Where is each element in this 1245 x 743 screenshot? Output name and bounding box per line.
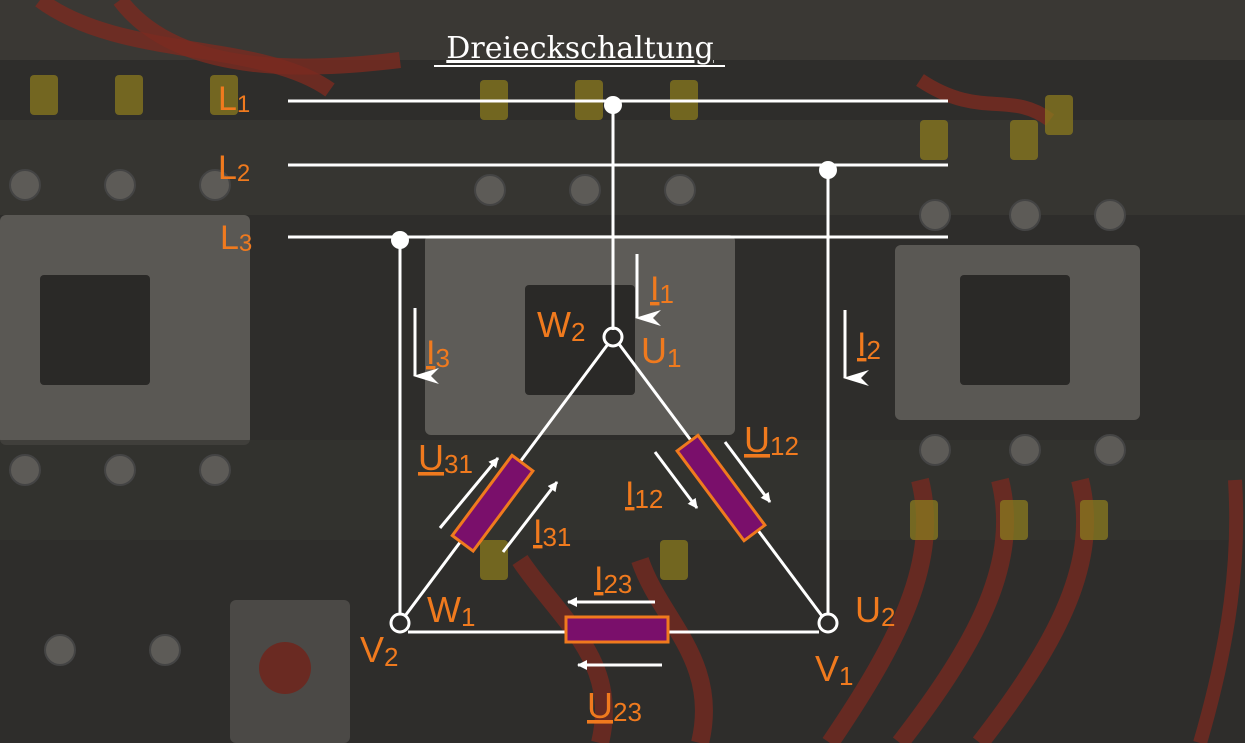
diagram-title: Dreieckschaltung <box>446 31 713 66</box>
resistor-23 <box>564 615 670 644</box>
node-label-u1: U1 <box>641 330 681 373</box>
terminal-bottom-right <box>817 612 839 634</box>
voltage-label-u31: U31 <box>418 437 473 479</box>
node-label-w2: W2 <box>537 304 585 347</box>
junction-dot-l2 <box>819 161 837 179</box>
current-label-i2: I2 <box>857 326 881 365</box>
node-label-v2: V2 <box>360 629 398 672</box>
junction-dot-l1 <box>604 96 622 114</box>
node-label-v1: V1 <box>815 648 853 691</box>
current-label-i12: I12 <box>625 475 663 514</box>
current-label-i3: I3 <box>426 334 450 373</box>
node-label-u2: U2 <box>855 589 895 632</box>
junction-dot-l3 <box>391 231 409 249</box>
phase-label-l2: L2 <box>218 149 250 187</box>
terminal-bottom-left <box>389 612 411 634</box>
phase-label-l1: L1 <box>218 80 250 118</box>
arrow-i12 <box>653 451 699 509</box>
terminal-top <box>602 326 624 348</box>
node-label-w1: W1 <box>427 589 475 632</box>
current-label-i31: I31 <box>533 513 571 552</box>
resistor-31 <box>450 453 535 554</box>
voltage-label-u23: U23 <box>587 685 642 727</box>
resistor-12 <box>675 433 767 543</box>
arrow-i31 <box>501 481 559 553</box>
current-label-i23: I23 <box>594 560 632 599</box>
arrow-u31 <box>438 457 500 529</box>
current-label-i1: I1 <box>650 270 674 309</box>
voltage-label-u12: U12 <box>744 419 799 461</box>
phase-label-l3: L3 <box>220 219 252 257</box>
arrow-u12 <box>723 441 772 503</box>
